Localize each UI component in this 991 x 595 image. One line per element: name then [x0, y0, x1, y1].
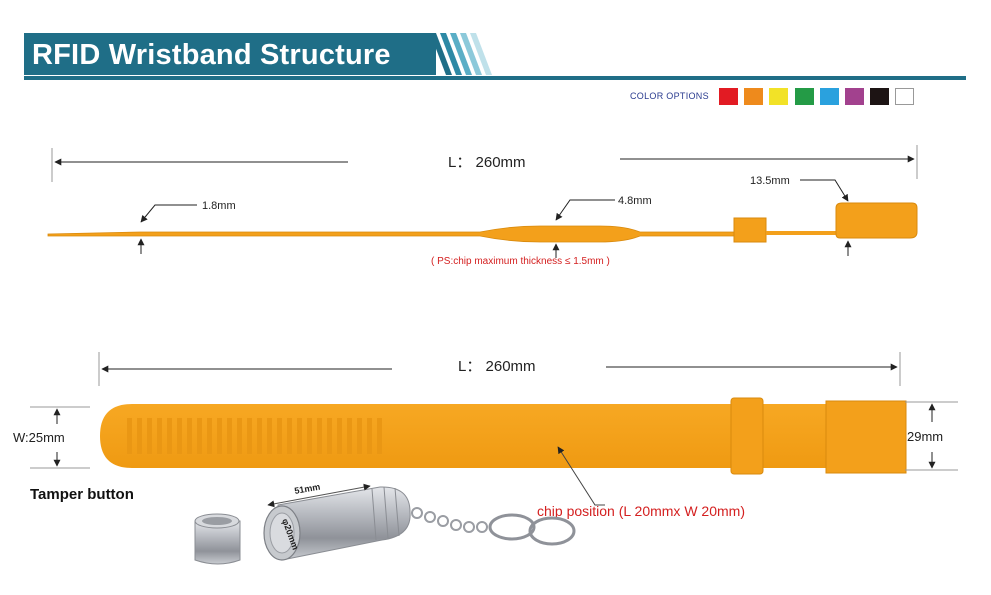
band-hole	[257, 418, 262, 454]
color-swatch-yellow[interactable]	[769, 88, 789, 105]
key-ring	[488, 513, 536, 541]
header-divider	[24, 76, 966, 80]
tamper-length-label: 51mm	[294, 482, 321, 496]
band-hole	[327, 418, 332, 454]
tamper-cap-opening	[202, 517, 232, 525]
band-hole	[167, 418, 172, 454]
band-width-label: W:25mm	[13, 430, 65, 445]
key-ring-clip	[528, 516, 576, 546]
band-side-profile	[47, 225, 736, 243]
color-options-label: COLOR OPTIONS	[630, 91, 709, 101]
band-hole	[357, 418, 362, 454]
tamper-groove-1	[371, 488, 377, 541]
tamper-button-illustration: 51mm φ20mm	[194, 482, 576, 565]
side-buckle	[733, 217, 767, 243]
side-length-label: L： 260mm	[448, 154, 526, 171]
chip-thickness-leader	[555, 199, 615, 221]
chip-thickness-note: ( PS:chip maximum thickness ≤ 1.5mm )	[431, 256, 610, 267]
band-hole	[147, 418, 152, 454]
color-swatch-orange[interactable]	[744, 88, 764, 105]
side-view: L： 260mm 1.8mm 4.8mm 13.5mm ( PS:chip ma…	[47, 145, 918, 267]
band-hole	[237, 418, 242, 454]
tamper-cap	[194, 520, 241, 565]
header-stripes-decoration	[430, 33, 492, 75]
band-hole	[207, 418, 212, 454]
thin-thickness-leader	[140, 204, 197, 223]
tamper-groove-3	[394, 487, 400, 537]
chain-link-2	[424, 511, 436, 523]
thin-thickness-label: 1.8mm	[202, 200, 236, 212]
color-swatch-blue[interactable]	[819, 88, 839, 105]
chain-link-4	[450, 519, 462, 531]
head-width-label: 29mm	[907, 429, 943, 444]
color-swatch-red[interactable]	[719, 88, 738, 105]
header-bar	[24, 33, 436, 75]
top-buckle	[730, 397, 764, 475]
band-hole	[377, 418, 382, 454]
chain-link-6	[476, 521, 488, 533]
band-hole	[347, 418, 352, 454]
band-hole	[307, 418, 312, 454]
band-hole	[367, 418, 372, 454]
page-title: RFID Wristband Structure	[32, 39, 391, 71]
band-hole	[317, 418, 322, 454]
band-hole	[267, 418, 272, 454]
tamper-length-arrow	[267, 483, 371, 508]
head-thickness-leader	[800, 179, 849, 202]
band-hole	[247, 418, 252, 454]
side-head-block	[835, 202, 918, 239]
chain-link-3	[437, 515, 449, 527]
tamper-groove-2	[383, 486, 389, 539]
top-head-block	[825, 400, 907, 474]
color-swatch-purple[interactable]	[845, 88, 864, 105]
top-view: L： 260mm W:25mm 29mm chip position (L 20…	[13, 352, 958, 519]
band-hole	[177, 418, 182, 454]
band-hole	[127, 418, 132, 454]
head-thickness-label: 13.5mm	[750, 175, 790, 187]
tamper-button-label: Tamper button	[30, 486, 134, 503]
band-hole	[197, 418, 202, 454]
band-hole	[137, 418, 142, 454]
chip-position-leader	[557, 446, 605, 506]
band-top-body	[100, 404, 830, 468]
band-hole	[157, 418, 162, 454]
band-hole	[287, 418, 292, 454]
color-swatch-white[interactable]	[895, 88, 915, 105]
color-swatch-black[interactable]	[870, 88, 890, 105]
chip-thickness-label: 4.8mm	[618, 195, 652, 207]
band-hole	[217, 418, 222, 454]
top-length-label: L： 260mm	[458, 358, 536, 375]
band-hole	[337, 418, 342, 454]
color-swatch-green[interactable]	[794, 88, 814, 105]
band-adjustment-holes	[127, 418, 382, 454]
chain-link-1	[411, 507, 423, 519]
chip-position-label: chip position (L 20mmx W 20mm)	[537, 503, 745, 519]
chain-link-5	[463, 521, 475, 533]
band-hole	[277, 418, 282, 454]
band-hole	[227, 418, 232, 454]
band-hole	[187, 418, 192, 454]
band-hole	[297, 418, 302, 454]
tamper-face-inner	[269, 512, 295, 554]
